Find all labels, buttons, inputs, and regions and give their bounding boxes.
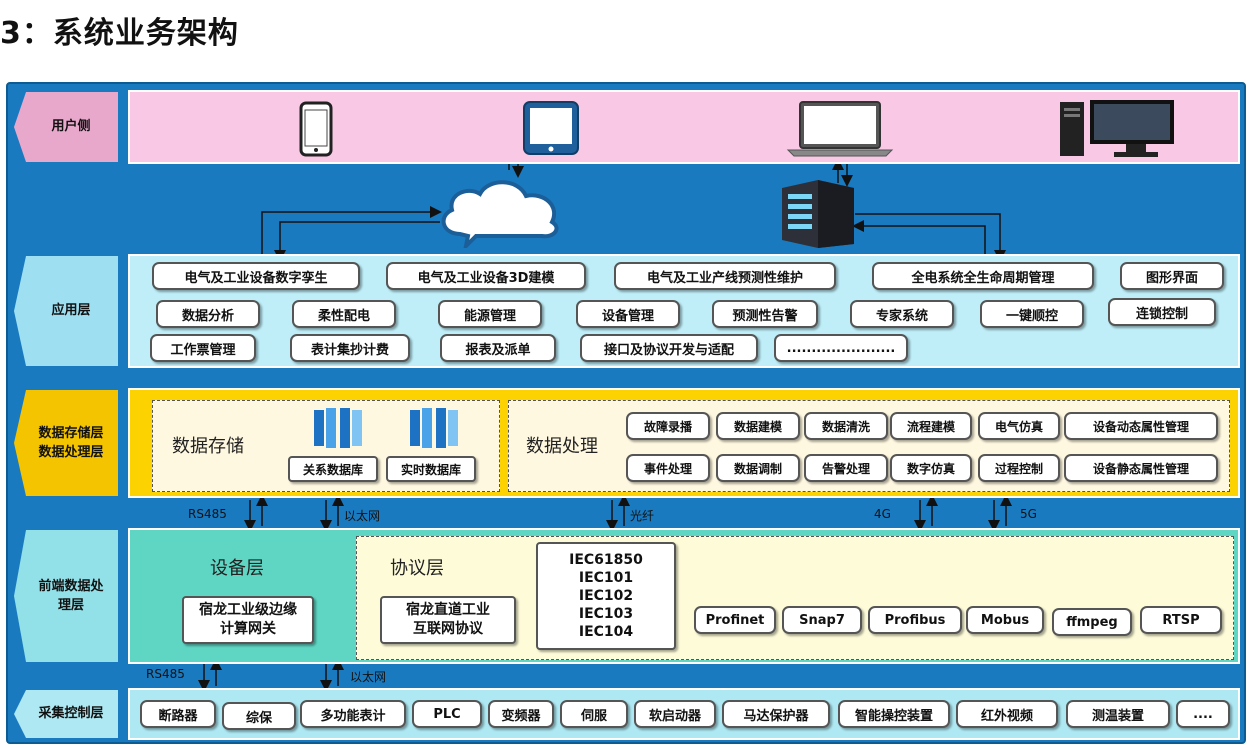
app-item-3d-modeling: 电气及工业设备3D建模 (386, 262, 586, 290)
app-item-more: ...................... (774, 334, 908, 362)
desktop-computer-icon (1058, 98, 1178, 160)
iec-protocols: IEC61850 IEC101 IEC102 IEC103 IEC104 (536, 542, 676, 650)
iec-item: IEC103 (578, 606, 634, 623)
proc-event-handling: 事件处理 (626, 454, 710, 482)
conn-label-rs485: RS485 (188, 507, 227, 521)
layer-label-front: 前端数据处 理层 (14, 530, 118, 662)
storage-relational-db: 关系数据库 (288, 456, 378, 482)
app-item-graphical-interface: 图形界面 (1120, 262, 1224, 290)
proc-dynamic-attr-management: 设备动态属性管理 (1064, 412, 1218, 440)
industrial-internet-protocol: 宿龙直道工业 互联网协议 (380, 596, 516, 644)
proc-process-modeling: 流程建模 (890, 412, 972, 440)
database-icon (312, 406, 364, 454)
protocol-snap7: Snap7 (782, 606, 862, 634)
protocol-profinet: Profinet (694, 606, 776, 634)
layer-label-user: 用户侧 (14, 92, 118, 162)
proc-digital-simulation: 数字仿真 (890, 454, 972, 482)
app-item-expert-system: 专家系统 (850, 300, 954, 328)
app-item-flexible-distribution: 柔性配电 (292, 300, 396, 328)
cloud-icon (436, 176, 566, 248)
app-item-meter-billing: 表计集抄计费 (290, 334, 410, 362)
protocol-layer-title: 协议层 (390, 558, 444, 579)
layer-label-app: 应用层 (14, 256, 118, 366)
app-item-predictive-alarm: 预测性告警 (712, 300, 818, 328)
proc-alarm-handling: 告警处理 (804, 454, 888, 482)
app-item-interface-protocol: 接口及协议开发与适配 (580, 334, 758, 362)
collect-item-inverter: 变频器 (488, 700, 554, 728)
collect-item-plc: PLC (412, 700, 482, 728)
proc-data-modeling: 数据建模 (716, 412, 800, 440)
laptop-icon (786, 100, 894, 158)
collect-item-motor-protector: 马达保护器 (722, 700, 830, 728)
iec-item: IEC61850 (569, 551, 643, 568)
app-item-digital-twin: 电气及工业设备数字孪生 (152, 262, 360, 290)
proc-electrical-simulation: 电气仿真 (978, 412, 1060, 440)
conn-label-rs485-bottom: RS485 (146, 667, 185, 681)
iec-item: IEC101 (578, 569, 634, 586)
conn-label-4g: 4G (874, 507, 891, 521)
proc-static-attr-management: 设备静态属性管理 (1064, 454, 1218, 482)
database-icon (408, 406, 460, 454)
app-item-device-management: 设备管理 (576, 300, 680, 328)
layer-label-data: 数据存储层 数据处理层 (14, 390, 118, 496)
protocol-rtsp: RTSP (1140, 606, 1222, 634)
app-item-work-ticket: 工作票管理 (150, 334, 256, 362)
collect-item-smart-control: 智能操控装置 (838, 700, 950, 728)
device-layer-title: 设备层 (210, 558, 264, 579)
page-title: 3：系统业务架构 (0, 16, 239, 51)
collect-item-temperature-device: 测温装置 (1066, 700, 1170, 728)
collect-item-more: .... (1176, 700, 1230, 728)
collect-item-breaker: 断路器 (140, 700, 216, 728)
collect-item-infrared-video: 红外视频 (956, 700, 1058, 728)
protocol-ffmpeg: ffmpeg (1052, 608, 1132, 636)
conn-label-fiber: 光纤 (630, 509, 655, 523)
app-item-data-analysis: 数据分析 (156, 300, 260, 328)
collect-item-soft-starter: 软启动器 (634, 700, 716, 728)
smartphone-icon (298, 100, 334, 158)
conn-label-5g: 5G (1020, 507, 1037, 521)
protocol-profibus: Profibus (868, 606, 962, 634)
app-item-energy-management: 能源管理 (438, 300, 542, 328)
collect-item-multifunction-meter: 多功能表计 (300, 700, 406, 728)
processing-title: 数据处理 (526, 436, 598, 457)
proc-data-modulation: 数据调制 (716, 454, 800, 482)
app-item-predictive-maintenance: 电气及工业产线预测性维护 (614, 262, 836, 290)
edge-gateway: 宿龙工业级边缘 计算网关 (182, 596, 314, 644)
app-item-report-dispatch: 报表及派单 (440, 334, 556, 362)
storage-title: 数据存储 (172, 436, 244, 457)
layer-label-collect: 采集控制层 (14, 690, 118, 738)
app-item-one-key-control: 一键顺控 (980, 300, 1084, 328)
app-item-lifecycle-management: 全电系统全生命周期管理 (872, 262, 1094, 290)
iec-item: IEC102 (578, 587, 634, 604)
iec-item: IEC104 (578, 624, 634, 641)
storage-realtime-db: 实时数据库 (386, 456, 476, 482)
conn-label-ethernet-bottom: 以太网 (350, 670, 387, 684)
protocol-mobus: Mobus (966, 606, 1044, 634)
proc-fault-recording: 故障录播 (626, 412, 710, 440)
server-icon (778, 178, 858, 250)
collect-item-servo: 伺服 (560, 700, 628, 728)
conn-label-ethernet: 以太网 (344, 509, 381, 523)
tablet-icon (522, 100, 580, 156)
proc-process-control: 过程控制 (978, 454, 1060, 482)
collect-item-protection: 综保 (222, 702, 296, 730)
proc-data-cleaning: 数据清洗 (804, 412, 888, 440)
app-item-interlock-control: 连锁控制 (1108, 298, 1216, 326)
